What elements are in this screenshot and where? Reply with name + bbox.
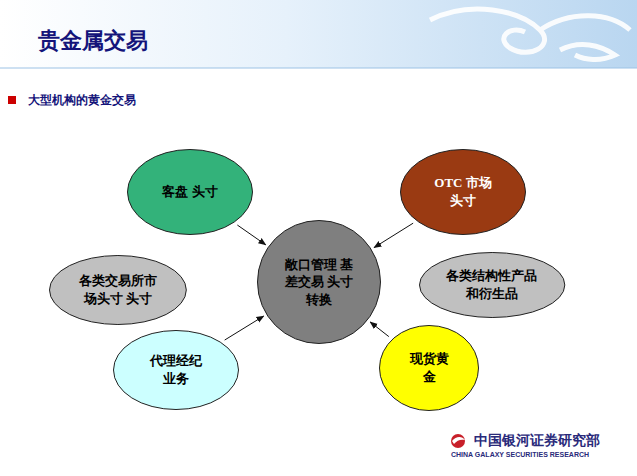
logo-icon — [451, 434, 465, 448]
center-circle: 敞口管理 基差交易 头寸转换 — [257, 220, 381, 344]
node-label: 代理经纪业务 — [146, 352, 206, 387]
ellipse-outline — [49, 255, 187, 325]
bullet-text: 大型机构的黄金交易 — [28, 92, 136, 109]
brokerage-ellipse: 代理经纪业务 — [113, 330, 239, 410]
ellipse-outline — [400, 149, 526, 235]
arrow-connector — [374, 223, 413, 247]
node-label: 敞口管理 基差交易 头寸转换 — [284, 256, 354, 309]
exchange-position-ellipse: 各类交易所市 场头寸 头寸 — [49, 255, 187, 325]
node-label: 现货黄金 — [409, 350, 449, 385]
ellipse-outline — [419, 252, 565, 318]
arrow-connector — [237, 225, 265, 245]
arrow-connector — [225, 316, 264, 340]
spot-gold-ellipse: 现货黄金 — [379, 325, 479, 411]
node-label: 客盘 头寸 — [160, 183, 220, 201]
swirl-ornament — [430, 9, 630, 59]
arrow-connector — [370, 322, 389, 337]
otc-position-ellipse: OTC 市场头寸 — [400, 149, 526, 235]
bullet-square — [8, 96, 16, 104]
node-label: 各类结构性产品和衍生品 — [444, 267, 540, 302]
logo-text: 中国银河证券研究部 — [474, 432, 600, 450]
logo-subtext: CHINA GALAXY SECURITIES RESEARCH — [451, 451, 589, 458]
ellipse-outline — [379, 325, 479, 411]
node-label: 各类交易所市 场头寸 头寸 — [73, 272, 163, 307]
slide-title: 贵金属交易 — [38, 26, 148, 56]
header-rule — [0, 68, 637, 69]
header-band — [0, 0, 637, 68]
structured-products-ellipse: 各类结构性产品和衍生品 — [419, 252, 565, 318]
ellipse-outline — [113, 330, 239, 410]
client-position-ellipse: 客盘 头寸 — [127, 149, 253, 235]
node-label: OTC 市场头寸 — [428, 174, 498, 209]
